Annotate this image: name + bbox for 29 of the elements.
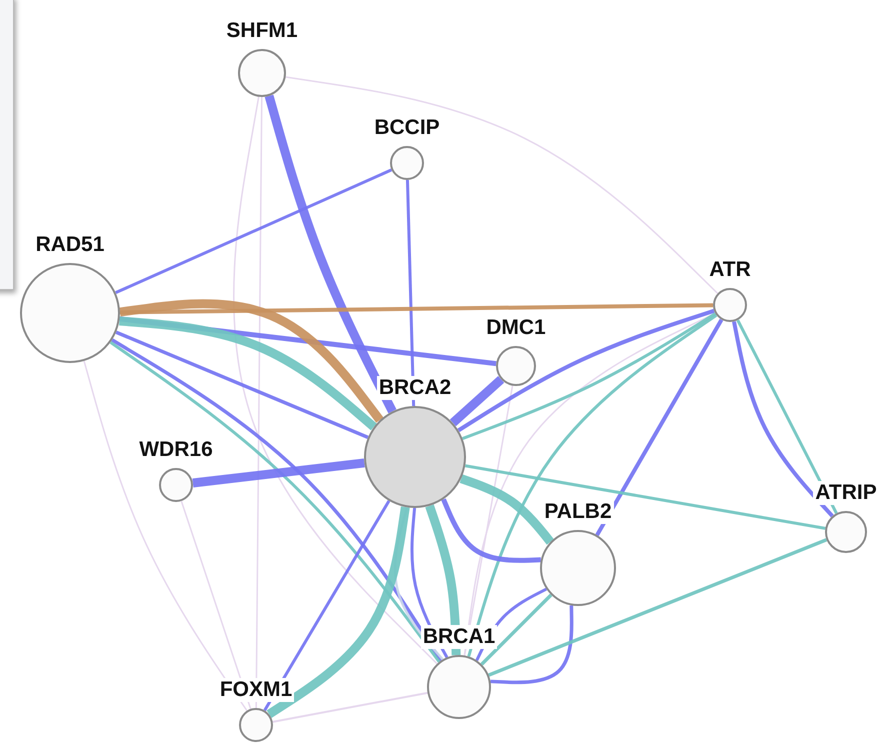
connector-line: [460, 474, 554, 545]
connector-line: [406, 180, 416, 406]
connector-line: [264, 94, 396, 414]
gene-label: BRCA1: [420, 625, 498, 649]
gene-label: ATRIP: [813, 481, 879, 505]
connector-line: [425, 504, 461, 656]
connector-line: [450, 376, 504, 426]
connector-line: [488, 538, 828, 677]
connector-line: [119, 299, 384, 423]
connector-line: [233, 96, 438, 664]
connector-line: [115, 168, 392, 294]
gene-label: BRCA2: [376, 376, 454, 400]
connector-line: [272, 692, 428, 723]
connector-line: [490, 605, 574, 684]
connector-line: [464, 386, 514, 656]
connector-line: [255, 97, 263, 708]
connector-line: [595, 318, 724, 536]
connector-line: [180, 500, 252, 710]
connector-line: [480, 594, 552, 666]
connector-line: [441, 498, 541, 563]
connector-line: [464, 464, 826, 530]
connector-line: [263, 500, 390, 712]
connector-line: [119, 316, 377, 430]
connector-line: [286, 76, 718, 294]
connector-line: [120, 303, 714, 314]
connector-line: [83, 360, 248, 712]
connector-line: [266, 506, 410, 718]
connector-line: [192, 458, 365, 488]
connector-line: [115, 330, 369, 439]
